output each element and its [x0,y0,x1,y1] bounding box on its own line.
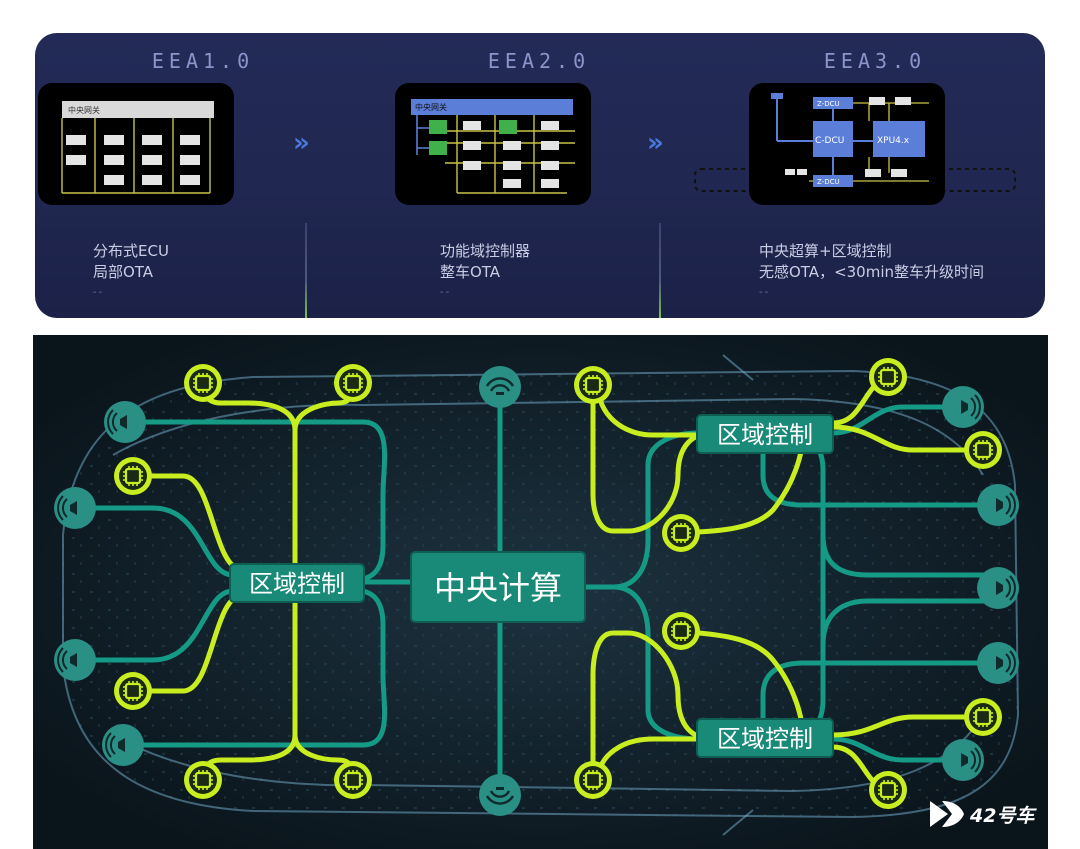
desc-line-2: 无感OTA，<30min整车升级时间 [759,263,985,281]
cdcu-label: C-DCU [815,136,844,146]
zone-right-bottom-node: 区域控制 [696,718,834,758]
desc-line-1: 功能域控制器 [440,242,531,260]
stage-eea3: EEA3.0 [694,33,1045,318]
double-chevron-right-icon: » [647,128,664,158]
eea1-architecture-graphic: 中央网关 [38,83,234,205]
zone-left-node: 区域控制 [229,563,365,603]
chip-icon [962,429,1004,471]
central-compute-node: 中央计算 [410,551,586,623]
chip-icon [112,670,154,712]
play-logo-icon [930,801,964,827]
speaker-icon [101,723,145,767]
zone-right-bottom-label: 区域控制 [717,725,813,753]
xpu-label: XPU4.x [877,136,910,146]
stage-description: 功能域控制器 整车OTA [440,241,530,283]
eea2-architecture-graphic: 中央网关 [395,83,591,205]
chip-icon [660,610,702,652]
chip-icon [332,759,374,801]
central-compute-label: 中央计算 [434,569,562,607]
speaker-icon [53,638,97,682]
gateway-label: 中央网关 [68,105,100,115]
speaker-icon [976,483,1020,527]
speaker-icon [103,400,147,444]
stage-title: EEA3.0 [823,49,927,73]
stage-title: EEA1.0 [151,49,255,73]
stage-description: 分布式ECU 局部OTA [93,241,169,283]
chip-icon [112,455,154,497]
chip-icon [867,769,909,811]
desc-line-1: 分布式ECU [93,242,169,260]
speaker-icon [941,385,985,429]
chip-icon [332,362,374,404]
chip-icon [962,696,1004,738]
stage-eea1: EEA1.0 中央网关 [35,33,371,318]
speaker-icon [976,566,1020,610]
stage-eea2: EEA2.0 中央网关 [371,33,707,318]
zone-left-label: 区域控制 [249,570,345,598]
divider [305,223,307,318]
desc-line-1: 中央超算+区域控制 [759,242,892,260]
zonal-architecture-diagram: 中央计算 区域控制 区域控制 区域控制 42号车 [33,335,1048,849]
brand-logo: 42号车 [926,797,1046,831]
desc-line-2: 整车OTA [440,263,501,281]
zdcu-top-label: Z-DCU [817,100,840,108]
eea-evolution-panel: EEA1.0 中央网关 [35,33,1045,318]
double-chevron-right-icon: » [293,128,310,158]
chip-icon [867,356,909,398]
chip-icon [182,759,224,801]
eea3-architecture-graphic: Z-DCU C-DCU XPU4.x Z-DCU [749,83,945,205]
desc-line-2: 局部OTA [93,263,154,281]
zdcu-bottom-label: Z-DCU [817,178,840,186]
stage-description: 中央超算+区域控制 无感OTA，<30min整车升级时间 [759,241,984,283]
gateway-label: 中央网关 [415,102,447,112]
speaker-icon [477,772,523,818]
zone-right-top-node: 区域控制 [696,414,834,454]
vehicle-network-svg: 中央计算 区域控制 区域控制 区域控制 [33,335,1048,849]
speaker-icon [53,486,97,530]
speaker-icon [976,641,1020,685]
chip-icon [660,512,702,554]
divider [659,223,661,318]
zone-right-top-label: 区域控制 [717,421,813,449]
stage-dash: -- [440,287,452,298]
chip-icon [572,364,614,406]
logo-text: 42号车 [970,805,1035,827]
stage-dash: -- [93,287,105,298]
speaker-icon [941,738,985,782]
chip-icon [182,362,224,404]
speaker-icon [477,364,523,410]
stage-title: EEA2.0 [487,49,591,73]
stage-dash: -- [759,287,771,298]
chip-icon [572,759,614,801]
